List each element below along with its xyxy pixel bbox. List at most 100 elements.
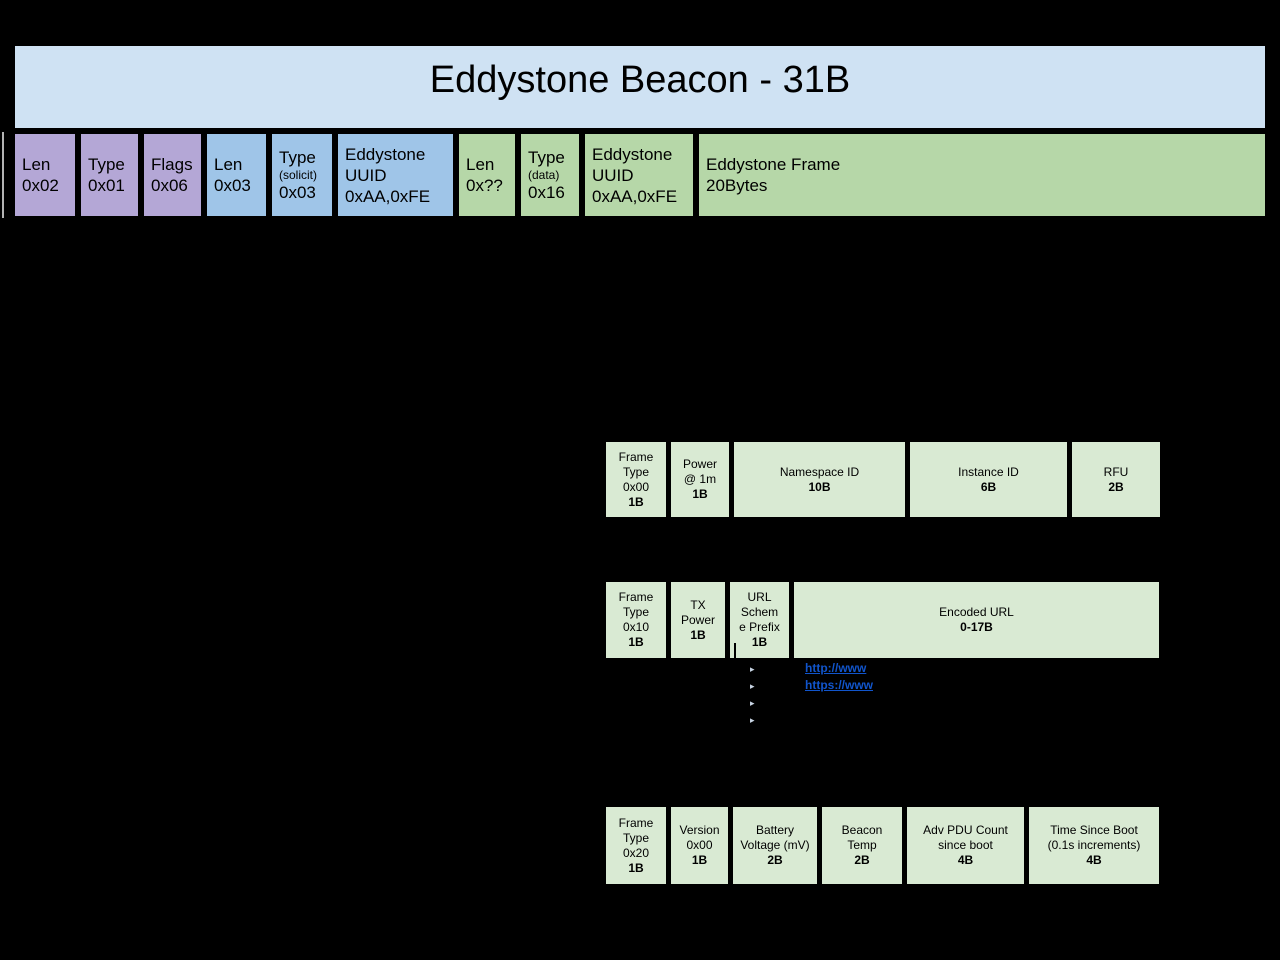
field-size: 1B [628,494,644,509]
field-text: 20Bytes [706,176,768,195]
field-text: 0x06 [151,176,188,195]
page-title: Eddystone Beacon - 31B [429,59,851,101]
list-item: ▸ https://www [748,678,948,695]
tlm-beacon-temp-cell: Beacon Temp 2B [820,805,904,886]
field-text: Type [528,148,565,167]
url-frame-type-cell: Frame Type 0x10 1B [604,580,668,660]
scheme-link-http[interactable]: http://www [805,661,867,675]
field-size: 1B [751,635,768,649]
byte-field-flags-type: Type 0x01 [79,132,140,218]
field-text: Len [466,155,495,174]
field-text: 0x03 [279,183,316,202]
field-text: Type [622,605,649,619]
uid-instance-cell: Instance ID 6B [908,440,1069,519]
scheme-link-https[interactable]: https://www [805,678,873,692]
tlm-battery-voltage-cell: Battery Voltage (mV) 2B [731,805,819,886]
field-text: (solicit) [279,168,317,182]
field-text: since boot [938,838,993,852]
bullet-triangle-icon: ▸ [750,698,755,708]
byte-field-uuid-type: Type (solicit) 0x03 [270,132,334,218]
field-text: Flags [151,155,193,174]
field-text: Type [622,830,649,845]
field-size: 4B [957,853,974,867]
url-tx-power-cell: TX Power 1B [669,580,727,660]
field-text: 0x20 [622,845,650,860]
scheme-prefix-tick [734,643,736,659]
tlm-adv-pdu-count-cell: Adv PDU Count since boot 4B [905,805,1026,886]
field-text: Voltage (mV) [740,838,810,852]
field-text: Instance ID [958,464,1019,479]
field-text: Eddystone [592,144,673,164]
field-text: Schem [740,605,779,619]
field-text: Power [680,612,715,627]
field-text: Type [622,464,649,479]
list-item: ▸ [748,695,948,712]
url-scheme-prefix-cell: URL Schem e Prefix 1B [728,580,791,660]
diagram-title-bar: Eddystone Beacon - 31B [13,44,1267,130]
tlm-time-since-boot-cell: Time Since Boot (0.1s increments) 4B [1027,805,1161,886]
field-size: 1B [692,487,708,501]
tlm-frame-type-cell: Frame Type 0x20 1B [604,805,668,886]
bullet-triangle-icon: ▸ [750,681,755,691]
field-text: UUID [345,165,387,185]
field-text: 0x00 [686,838,713,852]
field-size: 2B [1108,479,1124,494]
tlm-version-cell: Version 0x00 1B [669,805,730,886]
list-item: ▸ [748,712,948,729]
field-text: 0x01 [88,176,125,195]
field-text: Eddystone [345,144,426,164]
url-scheme-options-list: ▸ http://www ▸ https://www ▸ ▸ [748,661,948,729]
field-text: Beacon [841,823,883,837]
byte-field-data-len: Len 0x?? [457,132,517,218]
byte-field-eddystone-frame: Eddystone Frame 20Bytes [697,132,1267,218]
field-size: 1B [691,853,708,867]
field-text: 0xAA,0xFE [345,186,431,206]
field-text: Type [88,155,125,174]
field-text: 0x02 [22,176,59,195]
field-text: 0x03 [214,176,251,195]
bullet-triangle-icon: ▸ [750,664,755,674]
byte-field-flags-len: Len 0x02 [13,132,77,218]
field-size: 0-17B [960,620,993,634]
field-text: e Prefix [739,620,780,634]
uid-frame-type-cell: Frame Type 0x00 1B [604,440,668,519]
byte-field-uuid-len: Len 0x03 [205,132,268,218]
field-size: 2B [854,853,870,867]
byte-field-data-type: Type (data) 0x16 [519,132,581,218]
byte-field-eddystone-uuid-solicit: Eddystone UUID 0xAA,0xFE [336,132,455,218]
uid-rfu-cell: RFU 2B [1070,440,1162,519]
field-text: Frame [618,815,654,830]
field-text: Eddystone Frame [706,155,841,174]
field-text: 0x?? [466,176,503,195]
url-encoded-url-cell: Encoded URL 0-17B [792,580,1161,660]
field-size: 2B [767,853,783,867]
field-text: 0xAA,0xFE [592,186,678,206]
field-text: RFU [1103,464,1129,479]
field-size: 1B [628,860,644,875]
byte-field-eddystone-uuid-data: Eddystone UUID 0xAA,0xFE [583,132,695,218]
field-text: Adv PDU Count [923,823,1008,837]
field-text: TX [690,597,706,612]
field-text: UUID [592,165,634,185]
field-text: Encoded URL [939,605,1014,619]
field-text: Frame [618,449,654,464]
field-text: 0x00 [622,479,650,494]
field-text: @ 1m [683,472,717,486]
field-text: (data) [528,168,560,182]
field-text: URL [747,590,772,604]
field-text: Type [279,148,316,167]
field-text: Version [679,823,720,837]
field-size: 10B [808,479,831,494]
field-size: 1B [690,627,706,642]
field-text: 0x10 [622,620,650,634]
field-text: 0x16 [528,183,565,202]
field-size: 4B [1086,853,1102,867]
field-text: Namespace ID [779,464,860,479]
field-size: 1B [628,635,644,649]
field-text: Frame [618,590,654,604]
byte-field-flags-value: Flags 0x06 [142,132,203,218]
field-text: (0.1s increments) [1047,838,1141,852]
field-text: Battery [755,823,794,837]
field-size: 6B [980,479,997,494]
